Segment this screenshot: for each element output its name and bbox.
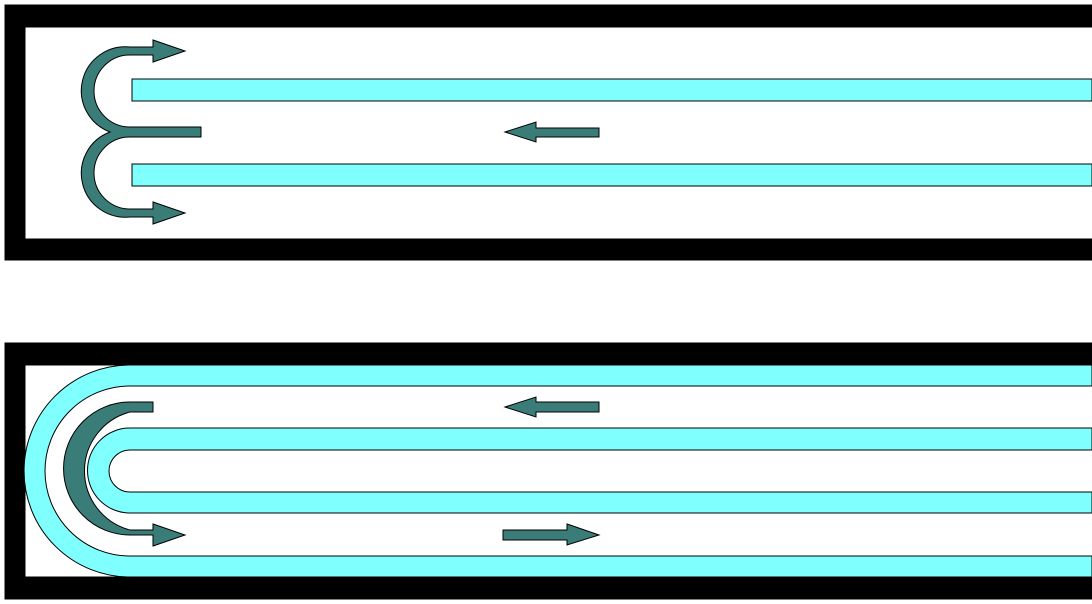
top-diagram [4, 4, 1092, 261]
bottom-u-turn-arrow [63, 401, 187, 547]
bottom-diagram [4, 342, 1092, 600]
bottom-outer-u-baffle [23, 364, 1092, 578]
top-left-flow-arrow [503, 121, 600, 143]
top-lower-baffle [131, 163, 1092, 187]
top-split-turn-arrow [80, 39, 202, 225]
bottom-left-flow-arrow [503, 396, 600, 418]
bottom-right-flow-arrow [502, 523, 601, 546]
top-wall-frame [4, 4, 1092, 261]
top-upper-baffle [131, 78, 1092, 102]
bottom-inner-u-baffle [87, 427, 1092, 514]
